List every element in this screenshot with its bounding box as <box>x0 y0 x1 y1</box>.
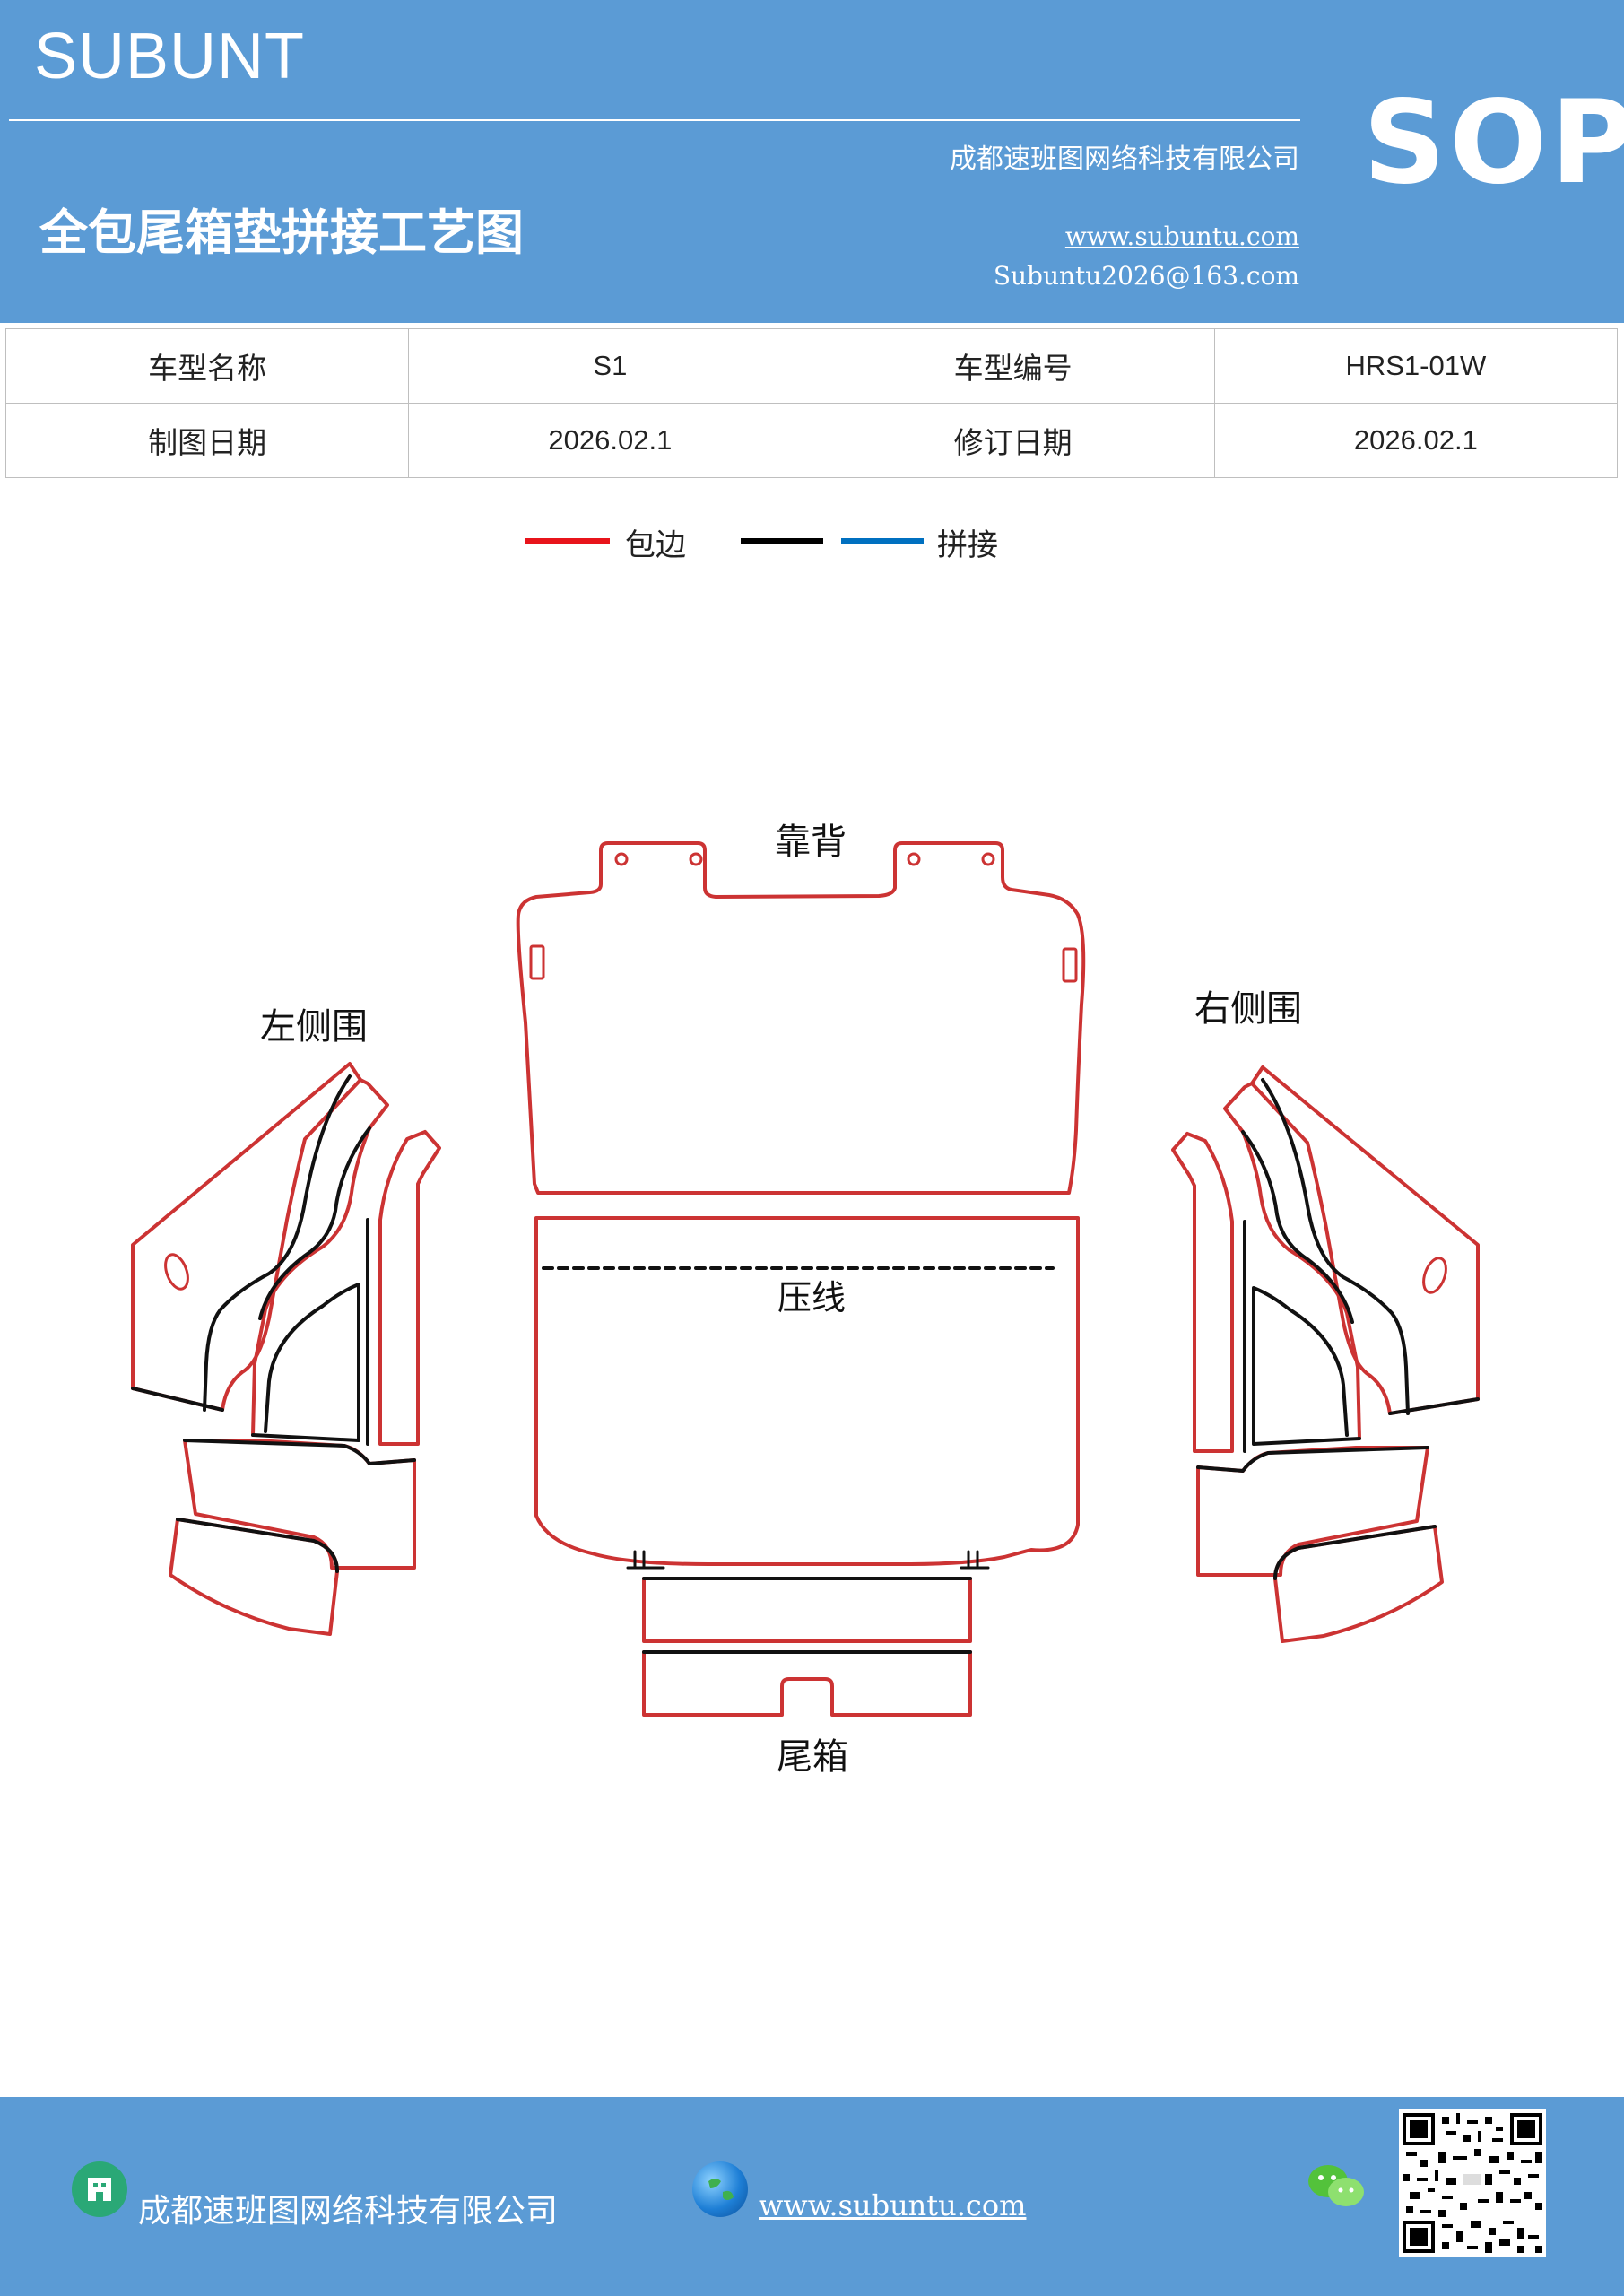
left-side-inner-stroke <box>131 1387 224 1412</box>
trunk-floor-outline <box>534 1216 1080 1566</box>
label-trunk: 尾箱 <box>777 1736 848 1778</box>
left-side-panel <box>131 1062 441 1636</box>
legend: 包边 拼接 <box>0 520 1624 574</box>
splice-diagram: 靠背 左侧围 右侧围 压线 尾箱 <box>131 822 1480 1778</box>
header-divider <box>9 119 1300 121</box>
table-value: 2026.02.1 <box>408 403 812 478</box>
table-row: 制图日期 2026.02.1 修订日期 2026.02.1 <box>4 403 1619 478</box>
right-side-hole <box>1422 1257 1447 1294</box>
wechat-icon <box>1305 2160 1368 2213</box>
header-banner: SUBUNT 成都速班图网络科技有限公司 全包尾箱垫拼接工艺图 www.subu… <box>0 0 1624 323</box>
backrest-hole <box>981 852 995 866</box>
left-side-strip <box>251 1283 360 1442</box>
legend-swatch-black <box>741 538 823 544</box>
table-label: 修订日期 <box>811 403 1215 478</box>
table-label: 车型名称 <box>4 328 410 404</box>
backrest-outline <box>516 841 1086 1195</box>
right-side-bottom-piece <box>1196 1446 1429 1577</box>
brand-name: SUBUNT <box>34 21 306 92</box>
table-label: 车型编号 <box>811 328 1215 404</box>
header-company: 成都速班图网络科技有限公司 <box>950 144 1299 175</box>
label-right-side: 右侧围 <box>1194 988 1302 1030</box>
header-email[interactable]: Subuntu2026@163.com <box>993 261 1299 291</box>
footer-website-link[interactable]: www.subuntu.com <box>759 2188 1027 2222</box>
footer-banner: 成都速班图网络科技有限公司 www.subuntu.com <box>0 2097 1624 2296</box>
building-icon <box>72 2161 127 2217</box>
qr-code[interactable] <box>1399 2109 1546 2257</box>
label-backrest: 靠背 <box>775 822 847 863</box>
trunk-floor-panel <box>534 1216 1080 1570</box>
left-side-hole <box>164 1253 189 1291</box>
backrest-hole <box>614 852 629 866</box>
backrest-slot <box>529 944 545 980</box>
legend-label-seam: 拼接 <box>937 527 998 563</box>
table-label: 制图日期 <box>4 403 410 478</box>
trunk-strips <box>642 1577 972 1717</box>
left-side-bottom-piece <box>183 1439 416 1570</box>
document-title: 全包尾箱垫拼接工艺图 <box>39 204 524 261</box>
label-left-side: 左侧围 <box>260 1006 368 1048</box>
globe-icon <box>692 2161 748 2217</box>
table-value: HRS1-01W <box>1213 328 1619 404</box>
legend-swatch-seam <box>841 538 924 544</box>
right-side-panel <box>1171 1065 1480 1643</box>
backrest-hole <box>907 852 921 866</box>
trunk-strip-lower <box>642 1650 972 1717</box>
table-value: S1 <box>408 328 812 404</box>
legend-swatch-binding <box>525 538 610 544</box>
header-website-link[interactable]: www.subuntu.com <box>1064 222 1299 251</box>
footer-company: 成都速班图网络科技有限公司 <box>138 2193 559 2230</box>
seam-mark <box>960 1550 990 1570</box>
backrest-panel <box>516 841 1086 1195</box>
backrest-hole <box>689 852 703 866</box>
info-table: 车型名称 S1 车型编号 HRS1-01W 制图日期 2026.02.1 修订日… <box>4 328 1619 478</box>
sop-badge: SOP <box>1363 76 1624 210</box>
left-side-outline <box>131 1062 362 1412</box>
trunk-strip-upper <box>642 1577 972 1643</box>
table-row: 车型名称 S1 车型编号 HRS1-01W <box>4 328 1619 404</box>
seam-mark <box>626 1550 665 1570</box>
label-crease: 压线 <box>777 1278 846 1318</box>
backrest-slot <box>1062 947 1078 983</box>
legend-label-binding: 包边 <box>625 527 686 563</box>
right-side-outline <box>1250 1065 1480 1415</box>
table-value: 2026.02.1 <box>1213 403 1619 478</box>
